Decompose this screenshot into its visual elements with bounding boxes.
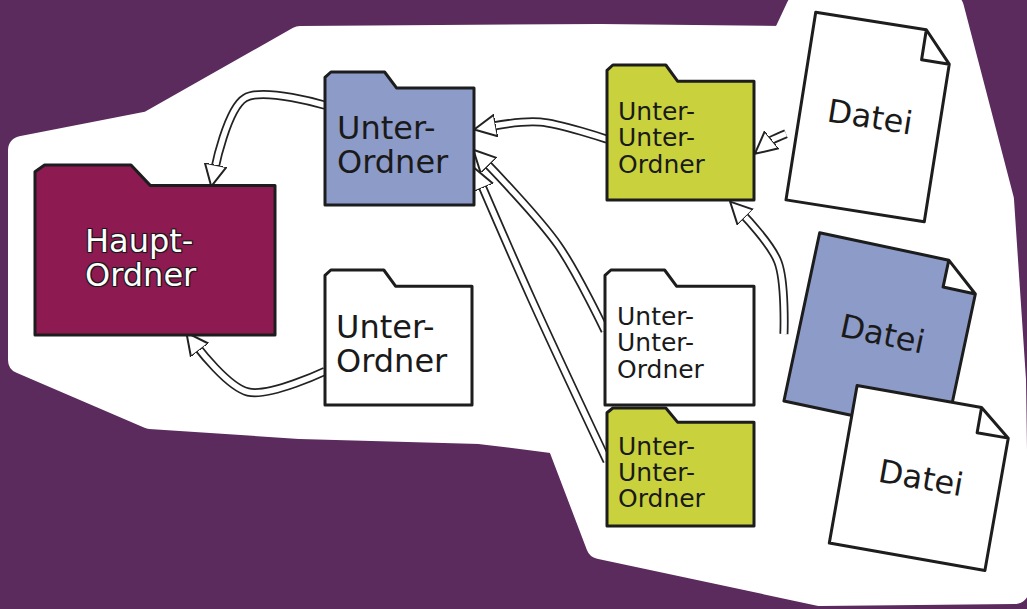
connector-line [769, 134, 786, 143]
connector-line [215, 94, 325, 168]
connector-arrow [197, 347, 325, 393]
shape-outline [325, 270, 472, 405]
shape-outline [829, 385, 1012, 570]
shape-outline [786, 12, 954, 222]
connector-outline [197, 347, 325, 393]
sub-sub-folder: Unter- Unter- Ordner [607, 65, 754, 200]
sub-folder: Unter- Ordner [325, 270, 472, 405]
connector-outline [492, 122, 607, 139]
node-label: Haupt- Ordner [85, 225, 225, 292]
sub-sub-folder: Unter- Unter- Ordner [605, 270, 754, 405]
shape-outline [35, 165, 275, 335]
sub-sub-folder: Unter- Unter- Ordner [607, 408, 754, 526]
connector-line [492, 122, 607, 139]
shape-outline [605, 270, 754, 405]
shape-outline [607, 65, 754, 200]
node-label: Unter- Unter- Ordner [617, 304, 742, 383]
connector-line [197, 347, 325, 393]
connector-arrow [481, 184, 607, 461]
node-label: Unter- Unter- Ordner [618, 434, 743, 513]
connector-outline [769, 134, 786, 143]
node-label: Unter- Unter- Ordner [618, 99, 743, 178]
connector-arrow [769, 134, 786, 143]
connector-arrow [215, 94, 325, 168]
node-label: Unter- Ordner [337, 112, 462, 179]
node-label: Unter- Ordner [336, 311, 461, 378]
sub-folder: Unter- Ordner [325, 72, 474, 205]
shape-outline [607, 408, 754, 526]
main-folder: Haupt- Ordner [35, 165, 275, 335]
file-document: Datei [786, 12, 954, 222]
shape-outline [325, 72, 474, 205]
connector-line [481, 184, 607, 461]
connector-arrow [492, 122, 607, 139]
connector-outline [481, 184, 607, 461]
white-blob [22, 8, 1015, 592]
connector-outline [215, 94, 325, 168]
file-document: Datei [829, 385, 1012, 570]
